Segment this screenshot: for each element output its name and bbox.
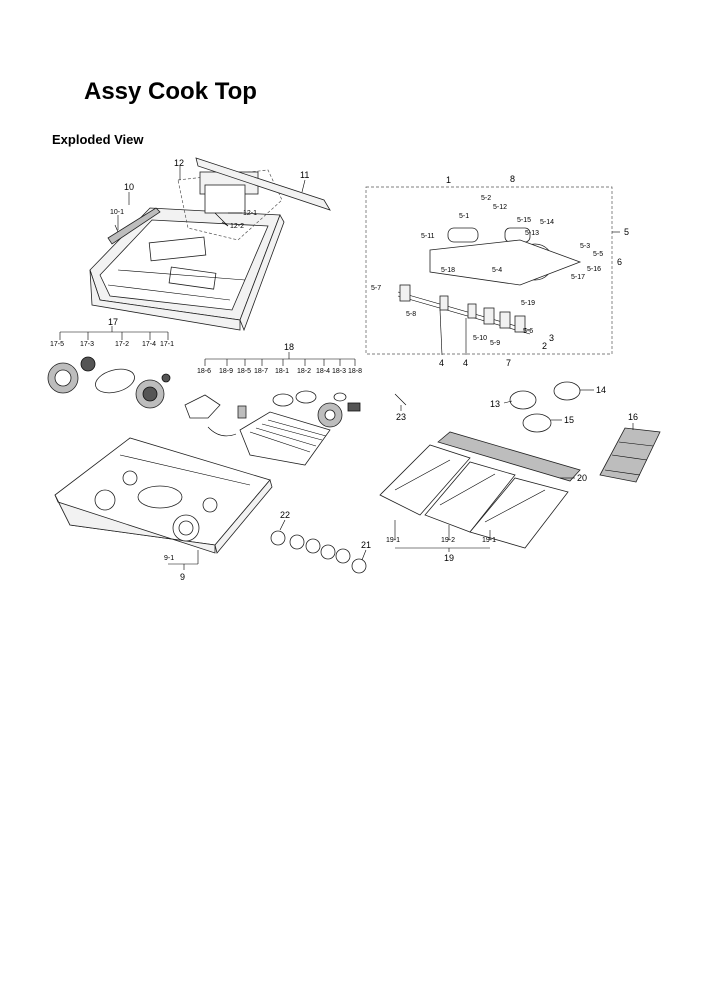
label-5-14: 5-14	[540, 219, 554, 226]
label-5-19: 5-19	[521, 300, 535, 307]
label-14: 14	[596, 385, 606, 395]
label-12-1: 12-1	[243, 210, 257, 217]
label-4-b: 4	[463, 358, 468, 368]
label-17-1: 17-1	[160, 341, 174, 348]
label-5-9: 5-9	[490, 340, 500, 347]
page-title: Assy Cook Top	[84, 78, 257, 105]
label-11: 11	[300, 170, 309, 180]
manifold-assembly	[365, 186, 613, 356]
label-6: 6	[617, 257, 622, 267]
label-23: 23	[396, 412, 406, 422]
grate-set	[379, 431, 581, 549]
label-5-18: 5-18	[441, 267, 455, 274]
label-18-8: 18-8	[348, 368, 362, 375]
small-parts	[184, 390, 361, 437]
label-5-7: 5-7	[371, 285, 381, 292]
label-7: 7	[506, 358, 511, 368]
label-19: 19	[444, 553, 454, 563]
label-18-1: 18-1	[275, 368, 289, 375]
burner-set	[47, 356, 171, 409]
label-5-4: 5-4	[492, 267, 502, 274]
label-5-8: 5-8	[406, 311, 416, 318]
label-17-3: 17-3	[80, 341, 94, 348]
label-5-11: 5-11	[421, 233, 435, 240]
label-21: 21	[361, 540, 371, 550]
small-pin	[394, 393, 407, 406]
label-18-5: 18-5	[237, 368, 251, 375]
leader-lines	[59, 165, 634, 570]
label-17: 17	[108, 317, 118, 327]
label-5-3: 5-3	[580, 243, 590, 250]
label-22: 22	[280, 510, 290, 520]
section-subtitle: Exploded View	[52, 132, 144, 147]
label-17-4: 17-4	[142, 341, 156, 348]
knob-set	[270, 530, 367, 574]
label-10-1: 10-1	[110, 209, 124, 216]
label-18-9: 18-9	[219, 368, 233, 375]
label-3: 3	[549, 333, 554, 343]
label-5-10: 5-10	[473, 335, 487, 342]
label-5-2: 5-2	[481, 195, 491, 202]
label-19-2: 19-2	[441, 537, 455, 544]
label-18-7: 18-7	[254, 368, 268, 375]
label-9: 9	[180, 572, 185, 582]
label-8: 8	[510, 174, 515, 184]
label-17-5: 17-5	[50, 341, 64, 348]
label-5-16: 5-16	[587, 266, 601, 273]
label-5-6: 5-6	[523, 328, 533, 335]
label-5-13: 5-13	[525, 230, 539, 237]
label-9-1: 9-1	[164, 555, 174, 562]
chassis-assembly	[89, 207, 285, 332]
label-13: 13	[490, 399, 500, 409]
label-18-2: 18-2	[297, 368, 311, 375]
trim-rings	[509, 381, 581, 433]
label-4-a: 4	[439, 358, 444, 368]
label-2: 2	[542, 341, 547, 351]
label-5: 5	[624, 227, 629, 237]
label-18-4: 18-4	[316, 368, 330, 375]
label-5-12: 5-12	[493, 204, 507, 211]
label-1: 1	[446, 175, 451, 185]
label-19-1-b: 19-1	[482, 537, 496, 544]
wire-grate	[239, 411, 331, 466]
label-18-3: 18-3	[332, 368, 346, 375]
griddle	[599, 427, 661, 483]
label-19-1-a: 19-1	[386, 537, 400, 544]
label-5-5: 5-5	[593, 251, 603, 258]
label-5-15: 5-15	[517, 217, 531, 224]
label-17-2: 17-2	[115, 341, 129, 348]
label-18-6: 18-6	[197, 368, 211, 375]
callout-labels: 10 10-1 12 12-1 12-2 11 1 8 5-2 5-12 5-1…	[50, 158, 638, 582]
label-20: 20	[577, 473, 587, 483]
label-12: 12	[174, 158, 184, 168]
label-18: 18	[284, 342, 294, 352]
rear-trim	[195, 157, 331, 211]
label-10: 10	[124, 182, 134, 192]
label-12-2: 12-2	[230, 223, 244, 230]
label-5-1: 5-1	[459, 213, 469, 220]
label-15: 15	[564, 415, 574, 425]
label-16: 16	[628, 412, 638, 422]
label-5-17: 5-17	[571, 274, 585, 281]
cooktop-panel	[54, 437, 273, 554]
